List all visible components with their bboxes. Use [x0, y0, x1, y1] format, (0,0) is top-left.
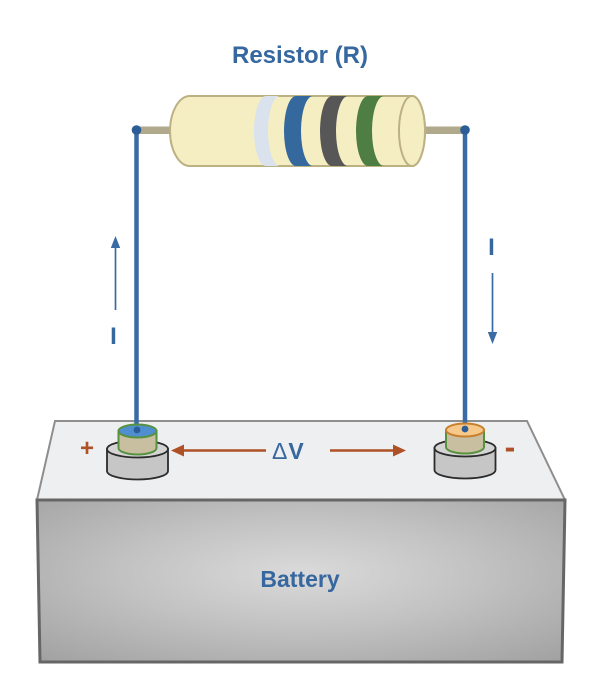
current-label-right: I	[488, 234, 495, 261]
resistor-band	[254, 96, 280, 166]
current-arrow-left	[110, 236, 121, 310]
delta-symbol: Δ	[272, 438, 287, 464]
current-label-left: I	[110, 323, 117, 350]
resistor-title: Resistor (R)	[232, 42, 368, 69]
resistor-end-cap	[398, 95, 426, 167]
v-symbol: V	[288, 438, 304, 464]
terminal-negative-wire-dot	[461, 425, 469, 433]
battery-label: Battery	[260, 566, 339, 592]
plus-sign: +	[80, 435, 94, 462]
resistor-lead-right	[405, 126, 466, 134]
resistor-lead-left	[136, 126, 180, 134]
left-wire-junction-dot	[131, 125, 142, 135]
right-wire-junction-dot	[460, 125, 470, 135]
terminal-positive	[106, 423, 169, 481]
terminal-positive-wire-dot	[133, 426, 141, 434]
battery-front-face	[35, 498, 567, 664]
resistor-band	[356, 96, 384, 166]
delta-v-label: ΔV	[272, 438, 304, 464]
voltage-arrow-right	[330, 444, 406, 457]
resistor-band	[320, 96, 348, 166]
minus-sign: -	[505, 429, 516, 465]
terminal-negative	[433, 422, 497, 480]
voltage-arrow-left	[171, 444, 266, 457]
resistor-band	[284, 96, 313, 166]
current-arrow-right	[487, 273, 498, 344]
